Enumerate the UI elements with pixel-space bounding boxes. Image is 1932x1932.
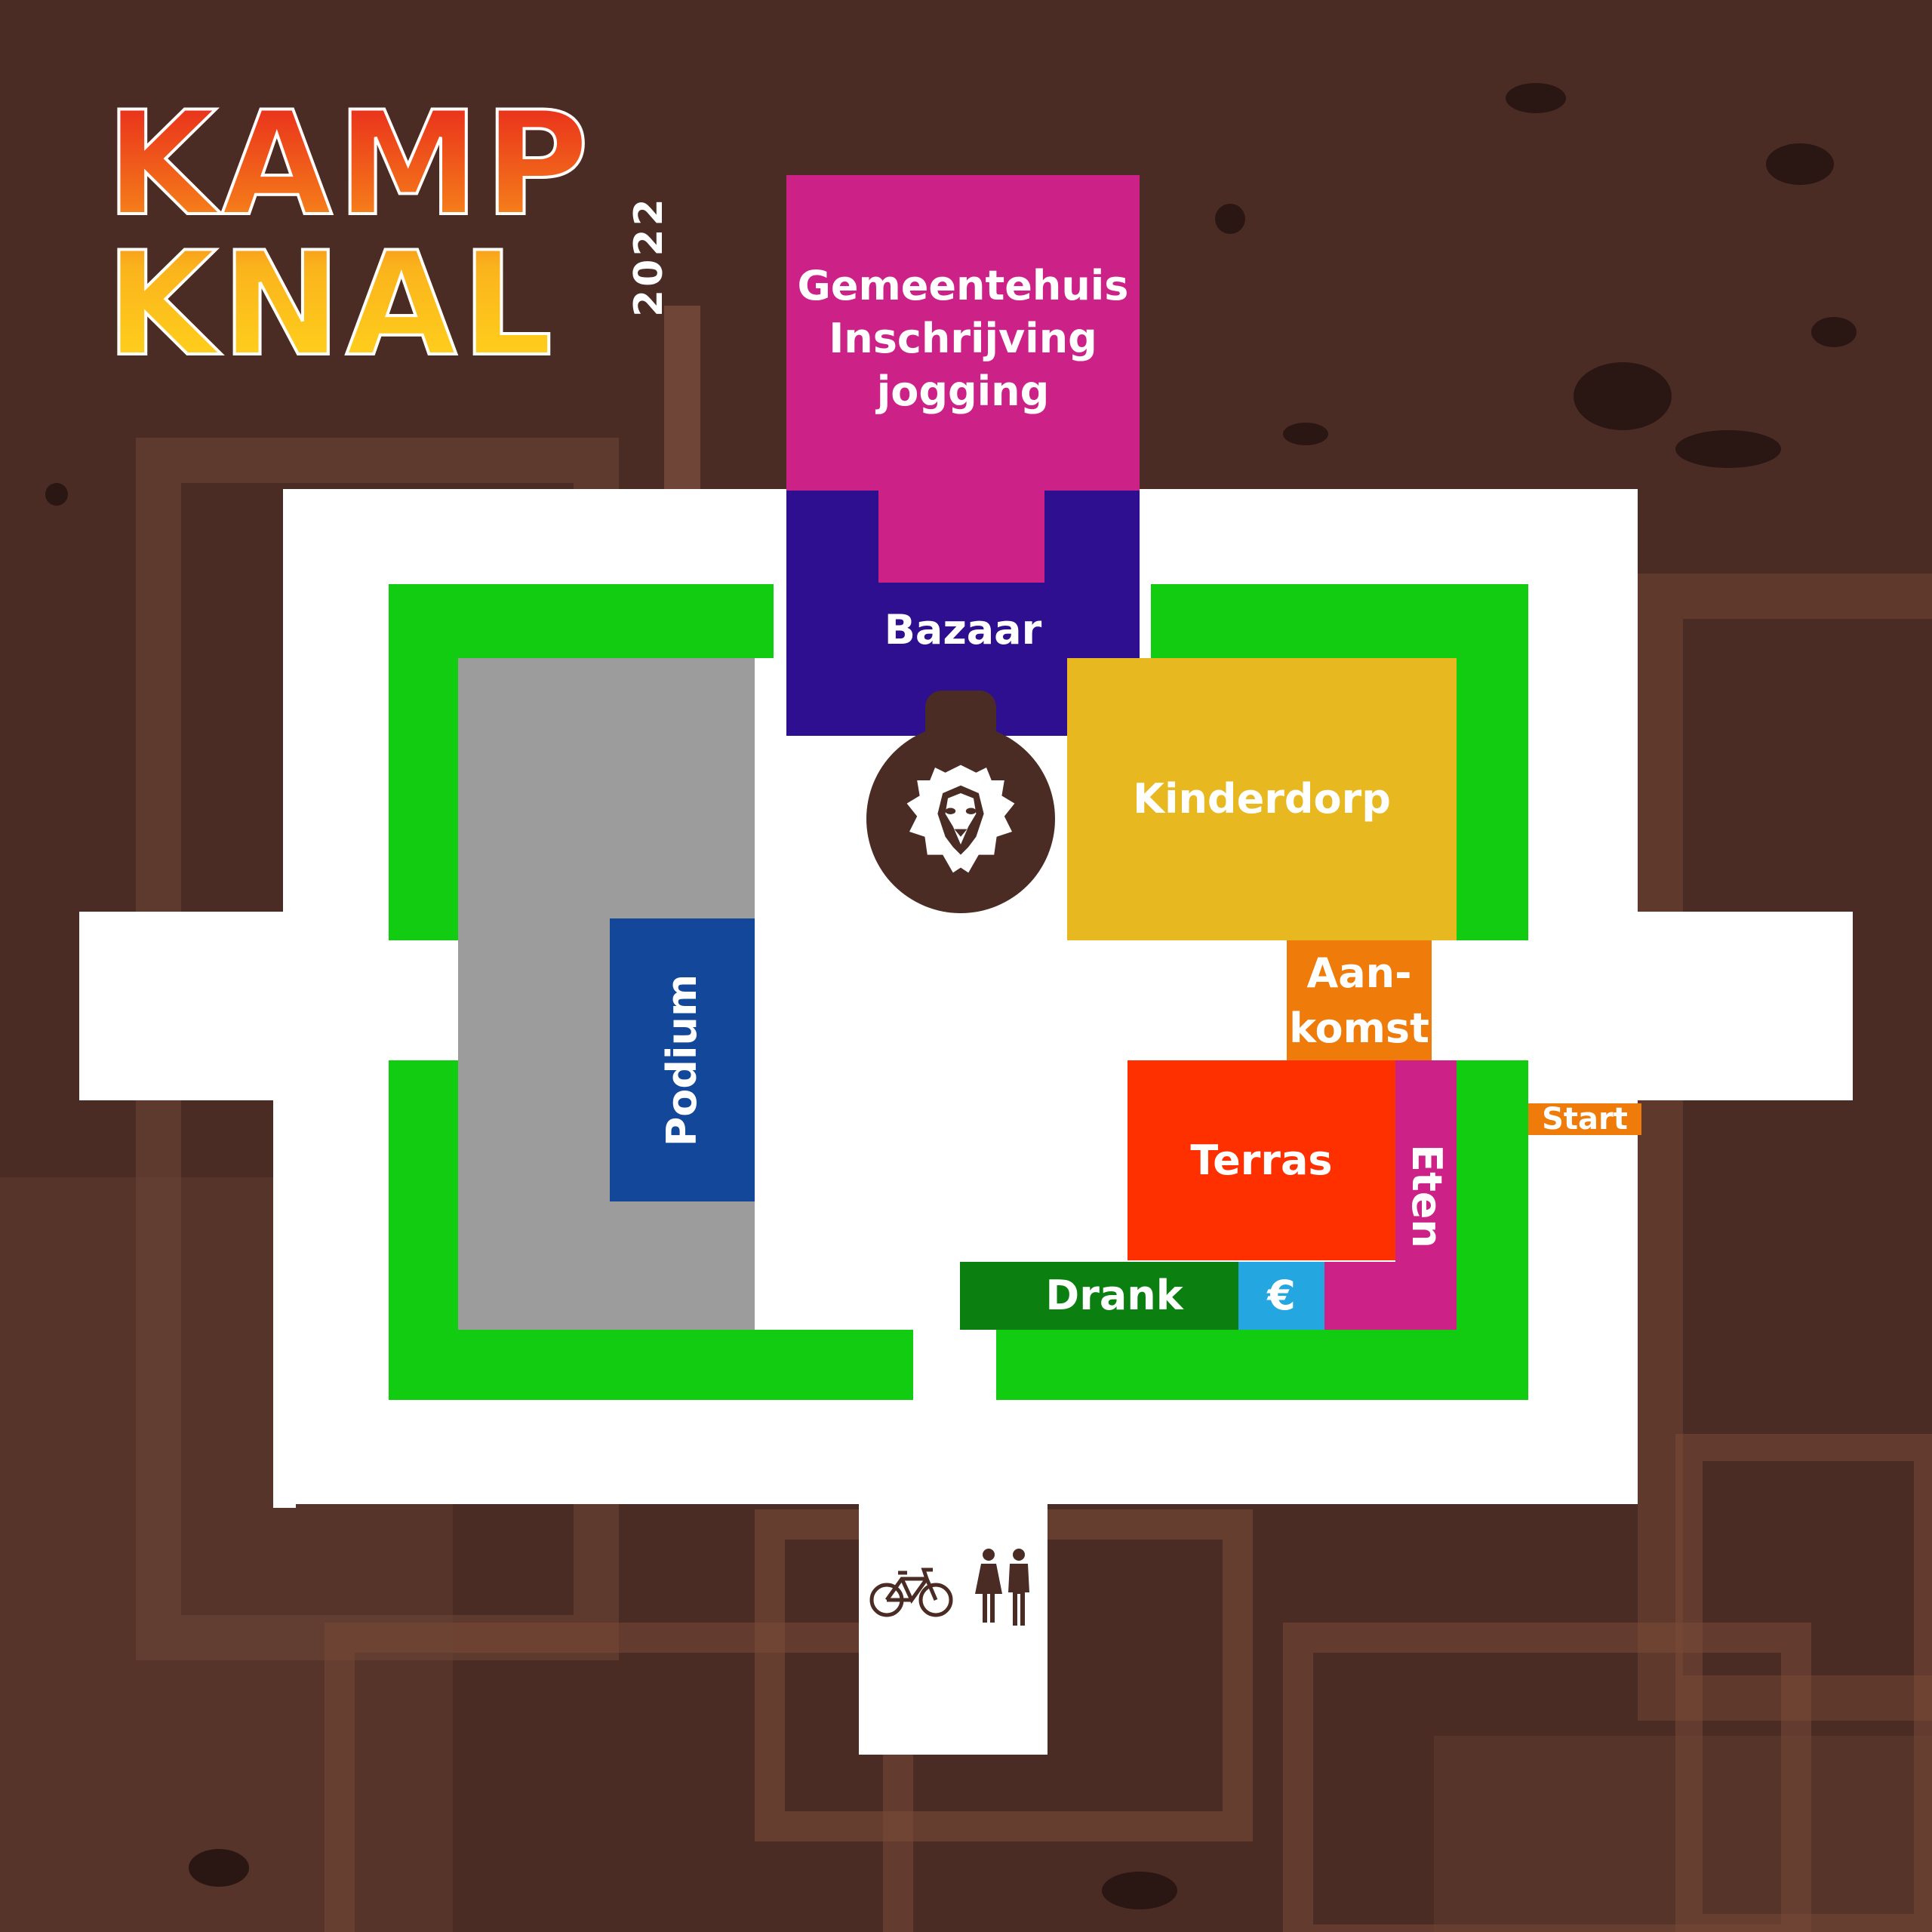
- zone-drank[interactable]: Drank: [960, 1262, 1238, 1330]
- zone-euro[interactable]: €: [1238, 1262, 1324, 1330]
- grass-right-upper: [1457, 584, 1528, 940]
- zone-kinderdorp[interactable]: Kinderdorp: [1067, 658, 1457, 940]
- zone-terras-label: Terras: [1190, 1136, 1333, 1184]
- grass-left-upper: [389, 584, 458, 940]
- zone-gemeentehuis-label-1: Gemeentehuis: [797, 262, 1129, 309]
- zone-aankomst-label-2: komst: [1289, 1004, 1429, 1052]
- walkway-west: [79, 912, 291, 1100]
- zone-eten-label: Eten: [1402, 1144, 1451, 1248]
- zone-euro-label: €: [1267, 1271, 1296, 1319]
- zone-gemeentehuis-label-3: jogging: [876, 368, 1050, 416]
- zone-eten-bottom: [1324, 1262, 1457, 1330]
- walkway-south: [859, 1498, 1048, 1755]
- grass-bottom-right: [996, 1330, 1528, 1400]
- zone-drank-label: Drank: [1045, 1271, 1183, 1319]
- zone-aankomst-label-1: Aan-: [1306, 949, 1412, 997]
- lion-icon: [906, 764, 1015, 873]
- grass-bottom-left: [389, 1330, 913, 1400]
- zone-gemeentehuis-label-2: Inschrijving: [829, 315, 1097, 363]
- start-label: Start: [1542, 1102, 1628, 1137]
- logo-title-line1: KAMP: [104, 81, 594, 248]
- logo-year: 2022: [626, 195, 672, 317]
- zone-podium[interactable]: Podium: [610, 918, 755, 1201]
- bicycle-icon: [869, 1567, 953, 1617]
- lion-landmark: [866, 691, 1055, 917]
- start-marker[interactable]: Start: [1528, 1102, 1641, 1137]
- walkway-sw: [273, 1094, 296, 1508]
- bazaar-notch: [878, 491, 1044, 583]
- zone-bazaar-label: Bazaar: [884, 606, 1042, 654]
- zone-gemeentehuis[interactable]: Gemeentehuis Inschrijving jogging: [786, 175, 1140, 491]
- zone-terras[interactable]: Terras: [1128, 1060, 1395, 1260]
- zone-podium-label: Podium: [657, 974, 706, 1146]
- walkway-east: [1630, 912, 1853, 1100]
- logo-title-line2: KNAL: [104, 221, 558, 389]
- zone-kinderdorp-label: Kinderdorp: [1133, 774, 1391, 823]
- toilets-icon: [975, 1549, 1029, 1626]
- zone-aankomst[interactable]: Aan- komst: [1287, 940, 1432, 1060]
